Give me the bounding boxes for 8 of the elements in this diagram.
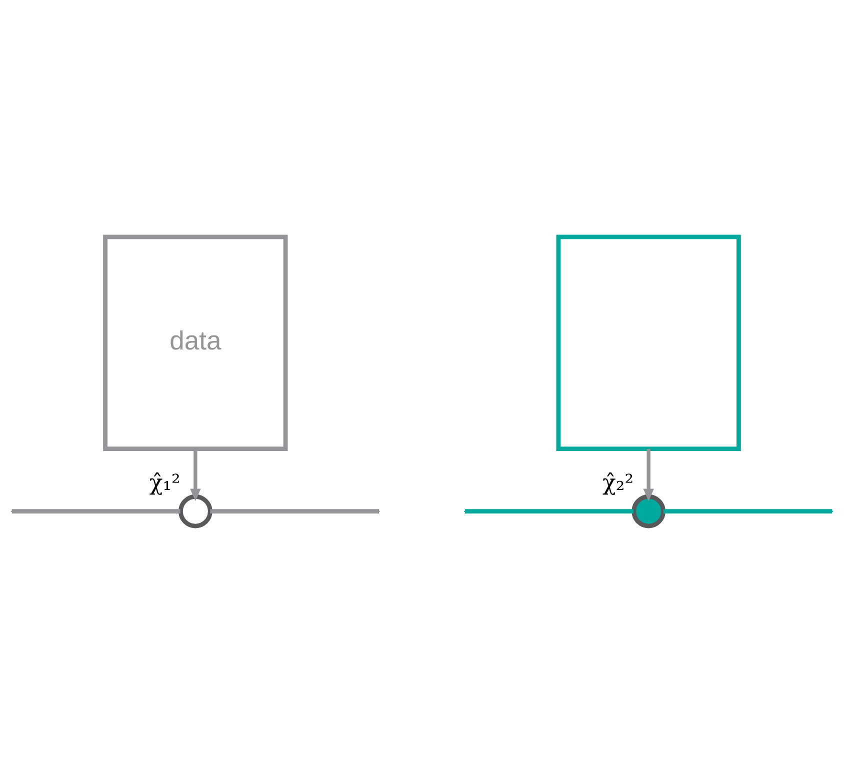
node-label: χ̂₁² [149, 471, 180, 496]
arrow [643, 448, 654, 502]
node-box [556, 234, 741, 452]
arrow [190, 448, 201, 502]
node-box: data [103, 234, 288, 452]
node-circle [178, 494, 212, 528]
node-label: χ̂₂² [602, 471, 634, 496]
node-circle [632, 494, 666, 528]
